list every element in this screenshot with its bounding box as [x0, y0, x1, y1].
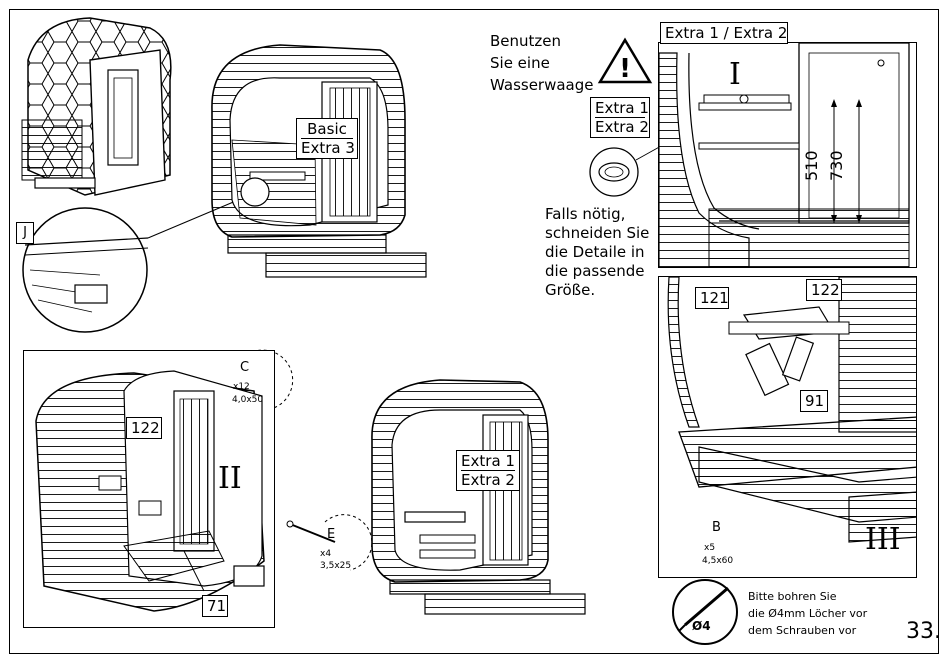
instruction-cut-line3: die Detaile in [545, 243, 645, 261]
label-basic-extra3: Basic Extra 3 [296, 118, 358, 159]
svg-text:!: ! [619, 54, 631, 84]
dimension-730: 730 [827, 150, 846, 181]
screw-c-letter: C [240, 360, 250, 375]
screw-b-qty: x5 [704, 543, 716, 553]
warning-icon: ! [597, 37, 653, 84]
page-frame [9, 9, 939, 654]
screw-e-size: 3,5x25 [320, 561, 352, 571]
instruction-cut-line5: Größe. [545, 281, 596, 299]
instruction-drill-line3: dem Schrauben vor [748, 624, 857, 637]
screw-b-letter: B [712, 520, 721, 535]
label-part-71: 71 [202, 595, 228, 617]
drill-diameter-label: Ø4 [692, 619, 711, 633]
label-part-91: 91 [800, 390, 828, 412]
instruction-cut: Falls nötig, schneiden Sie die Detaile i… [545, 205, 649, 300]
instruction-drill-line2: die Ø4mm Löcher vor [748, 607, 868, 620]
label-extra3: Extra 3 [301, 138, 355, 157]
label-extra1: Extra 1 [595, 99, 649, 117]
screw-e-qty: x4 [320, 549, 332, 559]
label-basic: Basic [307, 120, 347, 138]
screw-c-size: 4,0x50 [232, 395, 264, 405]
instruction-cut-line4: die passende [545, 262, 645, 280]
roman-numeral-1: I [729, 57, 741, 92]
screw-e [286, 514, 373, 571]
detail-circle-j [22, 194, 251, 333]
instruction-drill: Bitte bohren Sie die Ø4mm Löcher vor dem… [748, 588, 867, 639]
step-panel-3: III [658, 276, 917, 578]
page-number: 33. [906, 619, 941, 644]
sauna-exterior-drawing [21, 17, 172, 196]
instruction-cut-line2: schneiden Sie [545, 224, 650, 242]
instruction-drill-line1: Bitte bohren Sie [748, 590, 837, 603]
instruction-level: Benutzen Sie eine Wasserwaage [490, 30, 594, 96]
roman-numeral-3: III [865, 522, 901, 557]
dimension-510: 510 [802, 150, 821, 181]
drill-icon [672, 579, 738, 645]
instruction-level-line3: Wasserwaage [490, 76, 594, 94]
roman-numeral-2: II [218, 461, 242, 496]
sauna-bench-drawing-1 [211, 44, 427, 278]
label-extra1: Extra 1 [461, 452, 515, 470]
instruction-level-line1: Benutzen [490, 32, 562, 50]
label-part-122-left: 122 [126, 417, 162, 439]
label-extra2: Extra 2 [595, 117, 649, 136]
label-part-121: 121 [695, 287, 729, 309]
screw-c-qty: x12 [233, 382, 250, 392]
step-panel-2: II [23, 350, 275, 628]
label-part-122-right: 122 [806, 279, 842, 301]
label-extra12-header: Extra 1 / Extra 2 [660, 22, 788, 44]
sauna-bench-drawing-2 [371, 379, 586, 615]
step-panel-1: I 510 730 [658, 42, 917, 268]
instruction-cut-line1: Falls nötig, [545, 205, 626, 223]
label-extra1-extra2-middle: Extra 1 Extra 2 [456, 450, 520, 491]
label-extra2: Extra 2 [461, 470, 515, 489]
label-part-j: J [16, 222, 34, 244]
label-extra1-extra2-level: Extra 1 Extra 2 [590, 97, 650, 138]
screw-b-size: 4,5x60 [702, 556, 734, 566]
instruction-level-line2: Sie eine [490, 54, 550, 72]
screw-e-letter: E [327, 527, 336, 542]
